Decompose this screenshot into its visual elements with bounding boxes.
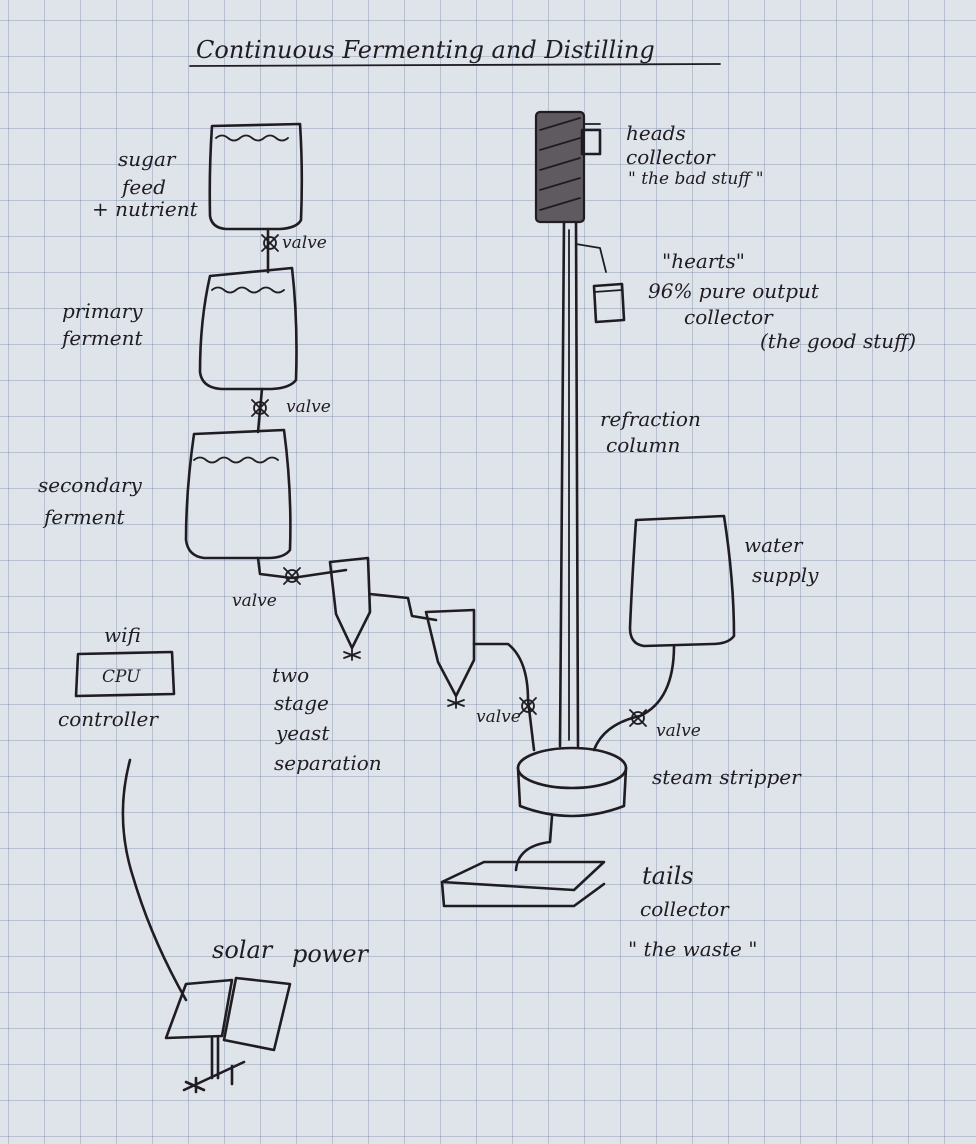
secondary-ferment-tank — [186, 430, 290, 558]
yeast-separation-label-line4: separation — [274, 751, 382, 775]
yeast-separation-label-line3: yeast — [275, 721, 330, 745]
hearts-label-line2: 96% pure output — [648, 279, 820, 303]
cable-controller-to-solar — [123, 760, 186, 1000]
primary-ferment-tank — [200, 268, 297, 389]
heads-collector-label-line1: heads — [626, 121, 686, 145]
cpu-label: CPU — [102, 667, 141, 687]
yeast-separation-label-line1: two — [272, 663, 309, 687]
primary-ferment-label-line2: ferment — [60, 326, 143, 350]
hearts-label-line1: "hearts" — [662, 249, 745, 273]
tails-collector-label-line3: " the waste " — [628, 937, 757, 961]
valve-1-label: valve — [282, 233, 327, 253]
diagram-title: Continuous Fermenting and Distilling — [196, 36, 655, 64]
refraction-column-label-line2: column — [606, 433, 680, 457]
title-underline — [190, 64, 720, 66]
refraction-column — [560, 220, 578, 746]
hearts-label-line4: (the good stuff) — [760, 329, 916, 353]
sugar-feed-label-line3: + nutrient — [92, 197, 199, 221]
tails-collector-label-line1: tails — [642, 862, 694, 890]
water-supply-tank — [630, 516, 734, 646]
tails-collector-label-line2: collector — [640, 897, 730, 921]
valve-1-symbol — [262, 235, 278, 251]
yeast-separation-label-line2: stage — [274, 691, 329, 715]
power-label: power — [292, 940, 370, 968]
steam-stripper-drum — [518, 748, 626, 816]
yeast-separator-stage-2 — [426, 610, 474, 708]
hearts-collector-cup — [594, 284, 624, 322]
valve-4-label: valve — [476, 707, 521, 727]
secondary-ferment-label-line1: secondary — [38, 473, 143, 497]
water-supply-label-line2: supply — [752, 563, 819, 587]
refraction-column-label-line1: refraction — [600, 407, 701, 431]
valve-3-label: valve — [232, 591, 277, 611]
controller-label: controller — [58, 707, 159, 731]
hearts-label-line3: collector — [684, 305, 774, 329]
secondary-ferment-label-line2: ferment — [42, 505, 125, 529]
primary-ferment-label-line1: primary — [62, 299, 143, 323]
sugar-feed-label-line2: feed — [120, 175, 166, 199]
water-supply-label-line1: water — [744, 533, 804, 557]
heads-collector-label-line3: " the bad stuff " — [628, 169, 764, 189]
sugar-feed-tank — [210, 124, 302, 229]
tails-collector-tray — [442, 862, 604, 906]
pipe-separator-to-stripper — [474, 644, 534, 750]
valve-2-symbol — [252, 400, 268, 416]
valve-5-symbol — [630, 710, 646, 726]
sugar-feed-label-line1: sugar — [118, 147, 177, 171]
solar-label: solar — [212, 936, 274, 964]
heads-collector-label-line2: collector — [626, 145, 716, 169]
heads-condenser — [536, 112, 600, 222]
yeast-separator-stage-1 — [330, 558, 370, 660]
pipe-column-to-hearts — [576, 244, 606, 272]
valve-4-symbol — [520, 698, 536, 714]
steam-stripper-label: steam stripper — [652, 765, 802, 789]
valve-5-label: valve — [656, 721, 701, 741]
valve-2-label: valve — [286, 397, 331, 417]
wifi-label: wifi — [104, 623, 141, 647]
valve-3-symbol — [284, 568, 300, 584]
